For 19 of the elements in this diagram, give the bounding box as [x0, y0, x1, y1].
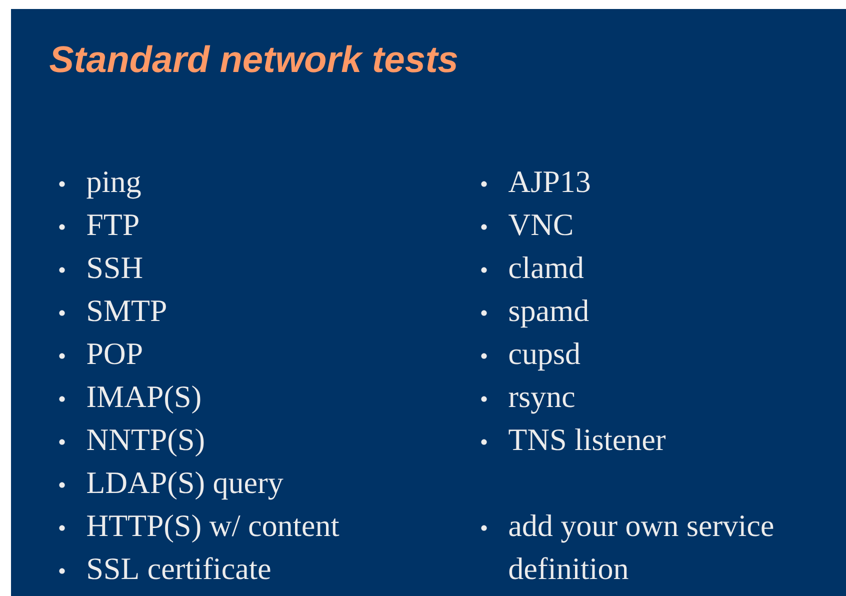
bullet-item: LDAP(S) query — [59, 471, 284, 500]
bullet-item: add your own service definition — [481, 514, 774, 580]
bullet-item: AJP13 — [481, 171, 590, 192]
bullet-item: VNC — [481, 214, 572, 236]
bullet-item: TNS listener — [481, 428, 666, 450]
bullet-item: SSL certificate — [59, 557, 270, 580]
bullet-item: cupsd — [481, 342, 580, 371]
bullet-item: FTP — [59, 214, 138, 235]
bullet-item: ping — [59, 171, 141, 199]
bullet-item: POP — [59, 343, 142, 364]
bullet-item: HTTP(S) w/ content — [59, 514, 340, 543]
bullet-item: rsync — [481, 392, 574, 414]
bullet-item: IMAP(S) — [59, 385, 200, 414]
bullet-item: NNTP(S) — [59, 428, 204, 457]
slide-title: Standard network tests — [50, 45, 458, 72]
bullet-item: SMTP — [59, 300, 166, 322]
bullet-item: SSH — [59, 257, 142, 278]
bullet-item: spamd — [481, 299, 589, 328]
bullet-item: clamd — [481, 256, 584, 278]
